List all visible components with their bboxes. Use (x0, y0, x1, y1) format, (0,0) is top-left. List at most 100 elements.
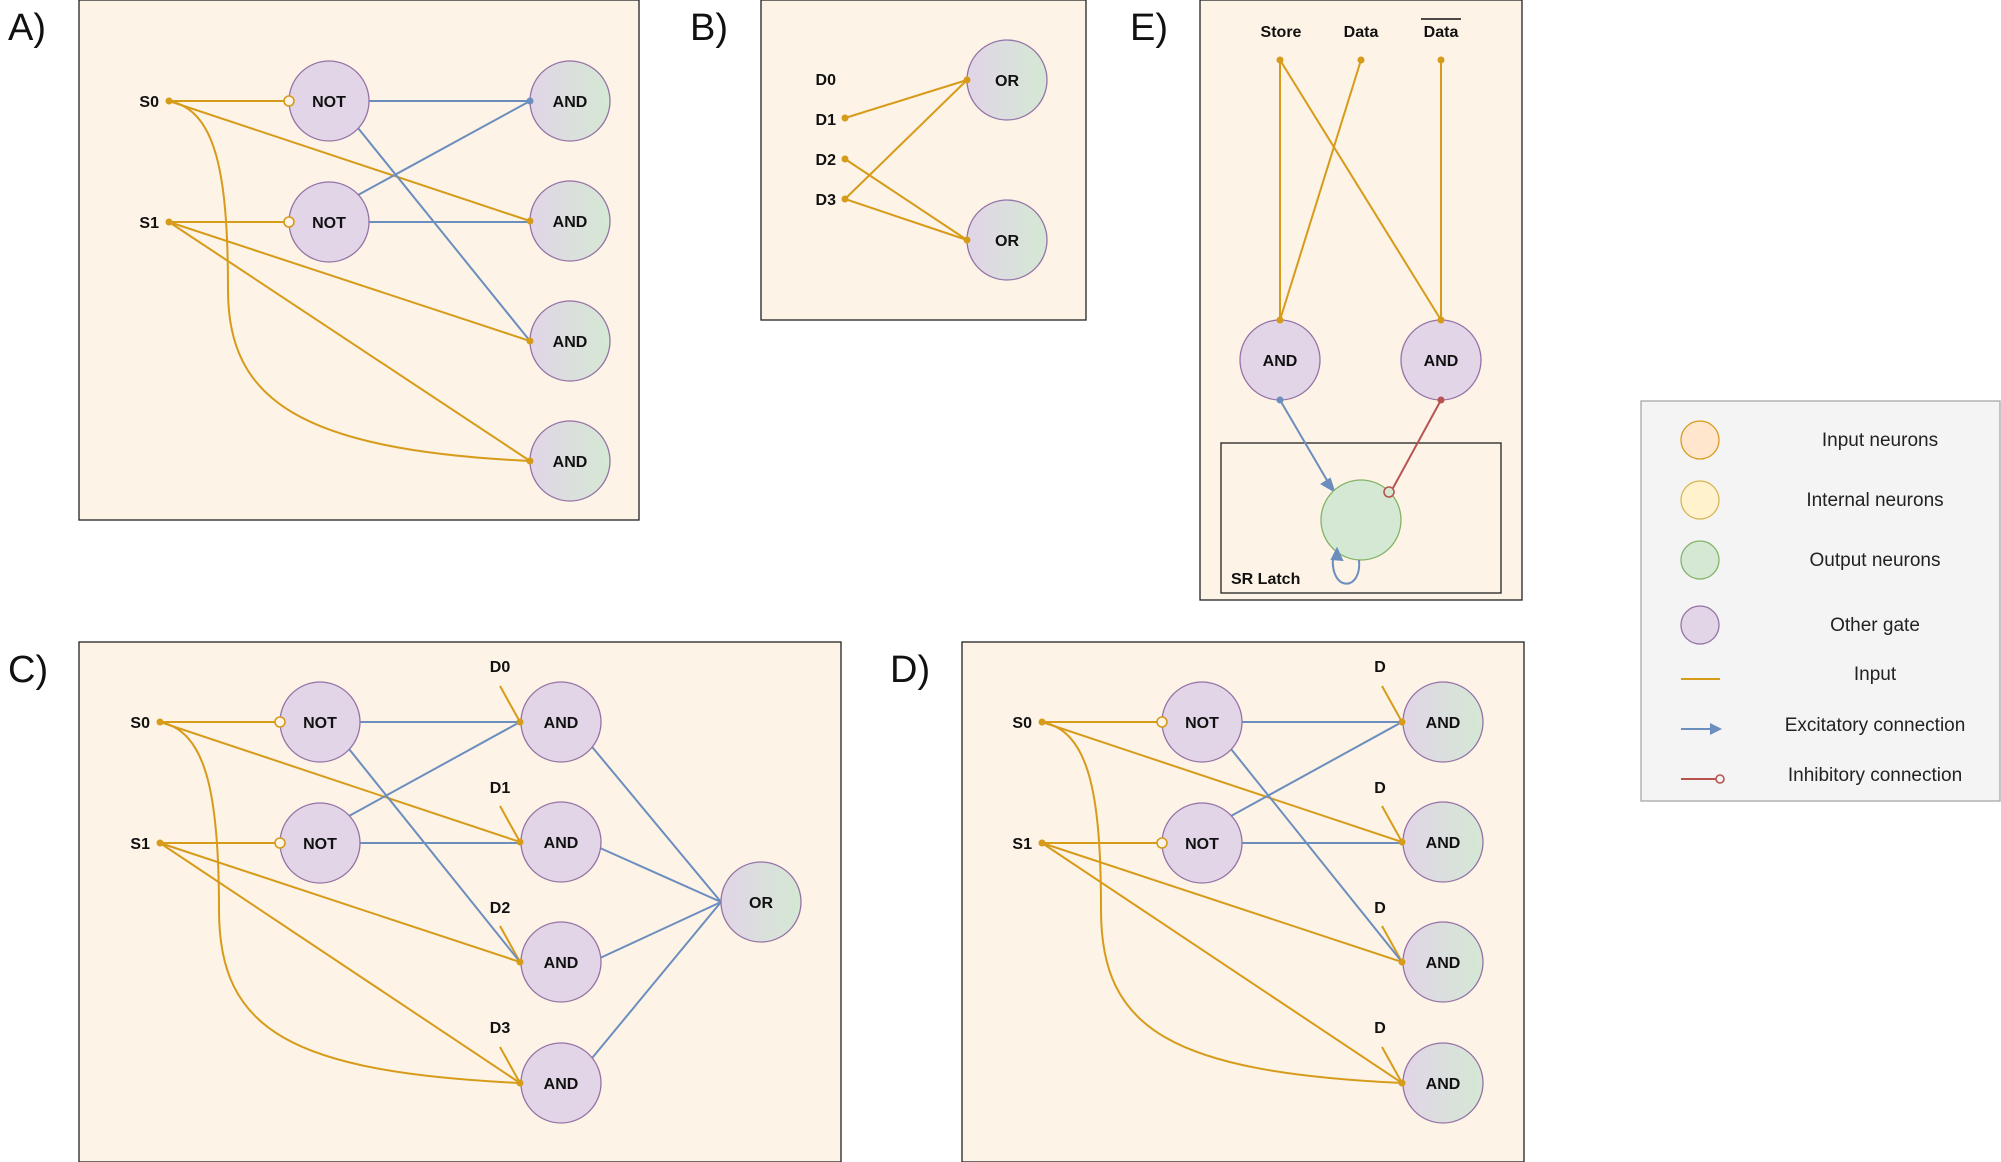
panel-c-connection-dots (156, 716, 524, 1087)
svg-text:AND: AND (544, 1076, 579, 1093)
and-gate: AND (529, 60, 611, 142)
or-gate: OR (966, 199, 1048, 281)
input-label-d2: D2 (816, 152, 837, 169)
panel-e: E) Store Data Data AND AND SR Latch (1130, 0, 1523, 601)
and-gate: AND (520, 1042, 602, 1124)
legend-label-input: Input (1854, 664, 1897, 685)
panel-e-label: E) (1130, 7, 1168, 49)
svg-text:AND: AND (553, 214, 588, 231)
legend-frame (1640, 400, 2001, 802)
not-gate: NOT (288, 60, 370, 142)
output-neuron-icon (1680, 540, 1720, 580)
inhibitory-connection-line (1392, 399, 1442, 489)
legend-label-excitatory: Excitatory connection (1785, 715, 1966, 736)
panel-d-input-wires (1041, 685, 1403, 1084)
input-label-s1: S1 (1012, 836, 1032, 853)
panel-b-frame (760, 0, 1087, 321)
inhibitory-line-icon (1681, 774, 1725, 784)
panel-b: B) OR OR D0 D1 D2 D3 (690, 0, 1087, 321)
panel-d: D) NOT NOT AND (890, 641, 1525, 1162)
input-label-d0: D0 (816, 72, 837, 89)
and-gate: AND (520, 681, 602, 763)
svg-text:AND: AND (1426, 835, 1461, 852)
data-label-d1: D1 (490, 780, 511, 797)
and-gate: AND (1402, 921, 1484, 1003)
sr-latch-label: SR Latch (1231, 571, 1300, 588)
svg-text:NOT: NOT (303, 715, 337, 732)
legend-label-input-neurons: Input neurons (1822, 430, 1938, 451)
svg-text:NOT: NOT (312, 94, 346, 111)
input-label-d1: D1 (816, 112, 837, 129)
and-gate: AND (1239, 319, 1321, 401)
legend-label-output-neurons: Output neurons (1810, 550, 1941, 571)
input-label-store: Store (1261, 24, 1302, 41)
legend-label-internal-neurons: Internal neurons (1806, 490, 1943, 511)
panel-a-label: A) (8, 7, 46, 49)
excitatory-arrow-icon (1279, 399, 1336, 494)
svg-text:AND: AND (1426, 955, 1461, 972)
not-gate: NOT (288, 181, 370, 263)
not-gate: NOT (1161, 681, 1243, 763)
data-label-d3: D3 (490, 1020, 511, 1037)
panel-c-label: C) (8, 649, 48, 691)
data-label-d: D (1374, 780, 1386, 797)
panel-c-input-wires (159, 685, 521, 1084)
data-label-d: D (1374, 659, 1386, 676)
svg-text:AND: AND (553, 334, 588, 351)
or-gate: OR (966, 39, 1048, 121)
svg-text:NOT: NOT (1185, 836, 1219, 853)
svg-text:AND: AND (544, 835, 579, 852)
svg-text:AND: AND (1263, 353, 1298, 370)
other-gate-icon (1680, 605, 1720, 645)
svg-text:NOT: NOT (312, 215, 346, 232)
panel-e-input-wires (1279, 59, 1442, 321)
panel-b-input-wires (844, 79, 968, 241)
svg-text:OR: OR (749, 895, 773, 912)
input-label-d3: D3 (816, 192, 837, 209)
svg-text:AND: AND (553, 454, 588, 471)
legend-label-inhibitory: Inhibitory connection (1788, 765, 1962, 786)
input-label-data-bar: Data (1424, 24, 1459, 41)
panel-a: A) NOT NOT AND AND (8, 0, 640, 521)
and-gate: AND (1402, 1042, 1484, 1124)
svg-text:AND: AND (1426, 715, 1461, 732)
and-gate: AND (1402, 801, 1484, 883)
panel-a-input-wires (168, 100, 531, 462)
and-gate: AND (529, 420, 611, 502)
svg-text:AND: AND (553, 94, 588, 111)
svg-text:AND: AND (1426, 1076, 1461, 1093)
and-gate: AND (529, 300, 611, 382)
legend: Input neurons Internal neurons Output ne… (1640, 400, 2001, 802)
and-gate: AND (1402, 681, 1484, 763)
panel-c-frame (78, 641, 842, 1162)
panel-d-label: D) (890, 649, 930, 691)
internal-neuron-icon (1680, 480, 1720, 520)
output-neuron (1320, 479, 1402, 561)
and-gate: AND (1400, 319, 1482, 401)
panel-b-connection-dots (841, 76, 971, 244)
panel-b-label: B) (690, 7, 728, 49)
data-label-d2: D2 (490, 900, 511, 917)
sr-latch-box (1220, 442, 1502, 594)
input-neuron-icon (1680, 420, 1720, 460)
input-label-s0: S0 (1012, 715, 1032, 732)
svg-text:AND: AND (544, 715, 579, 732)
svg-text:OR: OR (995, 233, 1019, 250)
data-label-d: D (1374, 900, 1386, 917)
or-gate: OR (720, 861, 802, 943)
not-gate: NOT (279, 802, 361, 884)
svg-text:NOT: NOT (303, 836, 337, 853)
excitatory-arrow-icon (1681, 723, 1722, 735)
svg-text:AND: AND (1424, 353, 1459, 370)
panel-a-excitatory-wires (357, 100, 531, 342)
panel-d-connection-dots (1038, 716, 1406, 1087)
svg-text:NOT: NOT (1185, 715, 1219, 732)
self-loop-arrow-icon (1330, 546, 1361, 585)
legend-label-other-gate: Other gate (1830, 615, 1920, 636)
and-gate: AND (520, 801, 602, 883)
and-gate: AND (529, 180, 611, 262)
panel-c-excitatory-wires (348, 721, 722, 1064)
svg-text:OR: OR (995, 73, 1019, 90)
data-label-d: D (1374, 1020, 1386, 1037)
input-label-s0: S0 (130, 715, 150, 732)
